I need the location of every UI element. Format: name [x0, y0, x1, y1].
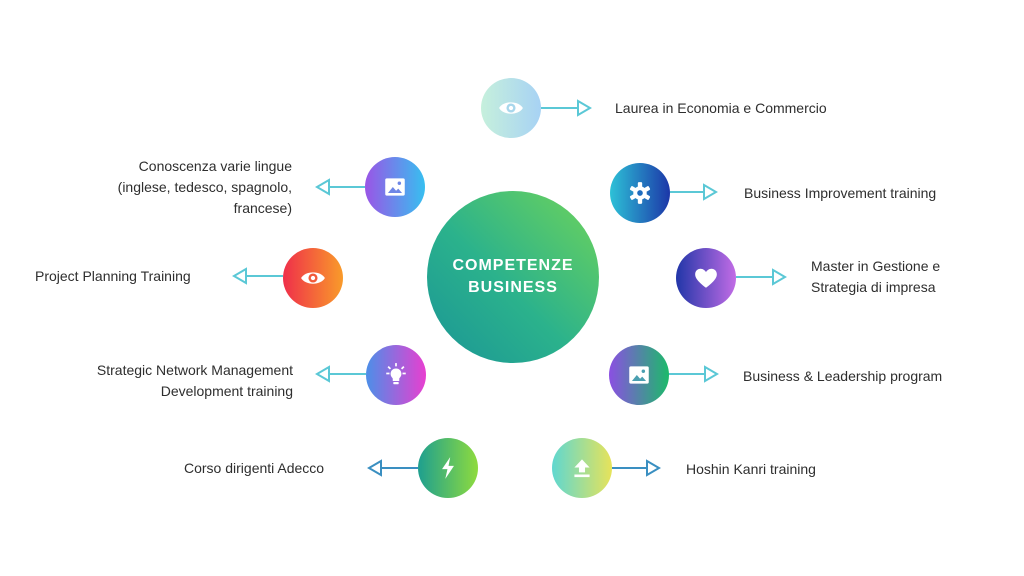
arrow-project-planning: [232, 267, 283, 285]
arrow-adecco: [367, 459, 418, 477]
label-laurea: Laurea in Economia e Commercio: [615, 100, 827, 116]
node-adecco: [418, 438, 478, 498]
eye-icon: [301, 272, 325, 284]
arrow-network: [315, 365, 366, 383]
label-leadership: Business & Leadership program: [743, 368, 943, 384]
arrow-lingue: [315, 178, 365, 196]
heart-icon: [695, 268, 717, 288]
label-master: Master in Gestione e Strategia di impres…: [811, 258, 941, 295]
node-leadership: [609, 345, 669, 405]
lightbulb-icon: [386, 363, 406, 385]
node-network: [366, 345, 426, 405]
image-icon: [385, 178, 405, 196]
arrow-business-improvement: [670, 183, 718, 201]
node-project-planning: [283, 248, 343, 308]
label-network: Strategic Network Management Development…: [96, 362, 293, 399]
label-business-improvement: Business Improvement training: [744, 185, 937, 201]
upload-icon: [574, 459, 590, 478]
node-lingue: [365, 157, 425, 217]
node-business-improvement: [610, 163, 670, 223]
center-circle: COMPETENZE BUSINESS: [427, 191, 599, 363]
eye-icon: [499, 102, 523, 114]
node-hoshin: [552, 438, 612, 498]
arrow-laurea: [541, 99, 592, 117]
center-title-line1: COMPETENZE: [452, 257, 574, 274]
lightning-icon: [442, 457, 454, 479]
arrow-master: [736, 268, 787, 286]
label-hoshin: Hoshin Kanri training: [686, 461, 816, 477]
label-project-planning: Project Planning Training: [35, 268, 191, 284]
arrow-hoshin: [612, 459, 661, 477]
label-lingue: Conoscenza varie lingue (inglese, tedesc…: [117, 158, 292, 216]
gear-icon: [629, 182, 651, 204]
image-icon: [629, 366, 649, 384]
center-title-line2: BUSINESS: [468, 279, 558, 296]
arrow-leadership: [668, 365, 719, 383]
node-master: [676, 248, 736, 308]
label-adecco: Corso dirigenti Adecco: [184, 460, 325, 476]
node-laurea: [481, 78, 541, 138]
